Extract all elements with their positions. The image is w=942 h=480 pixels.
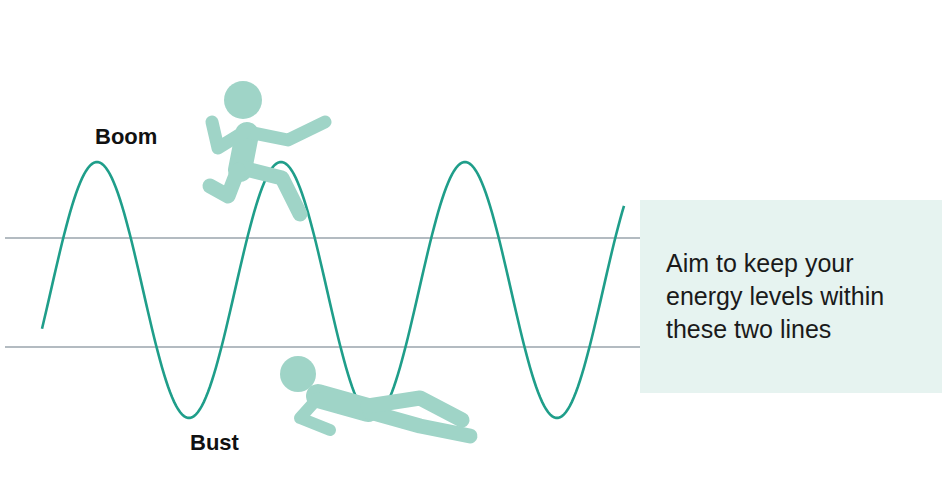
phase-label: Boom bbox=[95, 124, 157, 150]
lower-limit-line bbox=[5, 346, 642, 348]
phase-label: Bust bbox=[190, 430, 239, 456]
note-text: Aim to keep your energy levels within th… bbox=[666, 247, 916, 346]
note-box: Aim to keep your energy levels within th… bbox=[640, 200, 942, 393]
energy-wave bbox=[42, 162, 624, 418]
running-figure bbox=[210, 81, 325, 214]
upper-limit-line bbox=[5, 237, 642, 239]
resting-figure bbox=[280, 356, 470, 436]
